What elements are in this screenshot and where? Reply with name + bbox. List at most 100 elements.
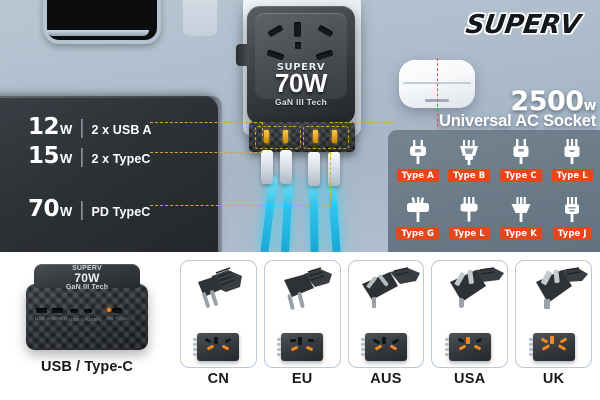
plug-type-cell: Type G [392,192,444,250]
socket-pins [193,338,198,356]
plug-type-g-icon [406,197,429,222]
product-top-brand: SUPERV [72,265,102,272]
plug-type-label: Type K [499,227,542,240]
product-port-label-usb-a: USB A+USB A [35,316,68,321]
plug-uk-icon [535,267,588,309]
country-label: AUS [370,371,402,387]
plug-type-cell: Type J [547,192,599,250]
plug-usa-icon [449,267,504,308]
dash-line-pd-vertical [330,152,331,206]
phone-bottom-bezel [47,30,149,36]
cable-plug-head-3 [308,152,320,186]
product-port-usb-a-1 [36,308,47,313]
cable-glow-2 [280,175,294,252]
dash-line-pd [150,205,330,206]
plug-image-wrap [181,263,256,325]
country-label: UK [542,371,565,387]
product-port-label-usb-c: USB-C+USB-C [69,317,103,322]
spec-row-type-c: 15 W | 2 x TypeC [28,143,151,169]
product-pd-indicator [107,308,111,312]
product-top-watt: 70W [74,271,100,286]
cable-plug-head-1 [261,150,273,184]
usb-a-port-highlight [255,126,301,149]
hero-scene: SUPERV 70W GaN III Tech 1 [0,0,600,252]
country-card-uk[interactable]: UK [515,260,592,387]
product-port-usb-a-2 [52,308,63,313]
plug-cn-icon [198,267,243,308]
cable-glow-1 [260,175,278,252]
universal-socket-icon [360,333,407,361]
plug-type-cell: Type K [495,192,547,250]
ac-wattage-unit: w [583,98,597,114]
cable-plug-head-2 [280,150,292,184]
plug-image-wrap [516,263,591,325]
port-type-c-1 [313,130,318,143]
brand-logo: SUPERV [463,10,582,40]
plug-type-label: Type A [396,169,439,182]
product-top-text: SUPERV 70W GaN III Tech [34,265,140,292]
plug-type-l2-icon [460,197,478,222]
spec-divider: | [79,199,85,221]
spec-label: PD TypeC [91,205,151,219]
product-port-usb-c-2 [84,309,92,313]
spec-watt-value: 15 [28,143,60,169]
spec-divider: | [79,117,85,139]
ac-panel-title: Universal AC Socket [439,112,596,130]
plug-image-wrap [265,263,340,325]
plug-type-l-icon [564,139,580,164]
plug-type-cell: Type B [444,134,496,192]
socket-pins [528,338,533,356]
ac-wattage: 2500w [400,88,596,115]
product-body [26,284,148,350]
dash-line-right-upper [330,122,396,123]
socket-pins [360,338,365,356]
product-top-tech: GaN III Tech [65,284,109,292]
type-c-port-highlight [303,126,349,149]
spec-watt-unit: W [60,204,73,219]
port-usb-a-1 [264,130,269,143]
plug-type-cell: Type A [392,134,444,192]
socket-slot-top [294,22,301,37]
spec-watt-unit: W [60,151,73,166]
dash-line-usb-a [150,122,262,123]
socket-slot-center [295,42,301,49]
plug-type-b-icon [460,140,479,165]
dash-line-usb-a-vertical [262,122,263,136]
country-card-eu[interactable]: EU [263,260,341,387]
product-adapter-photo: SUPERV 70W GaN III Tech USB A+USB A USB-… [24,264,150,354]
plug-type-label: Type L [551,169,593,182]
plug-type-a-icon [409,140,426,164]
country-card-cn[interactable]: CN [180,260,257,387]
plug-type-label: Type B [448,169,491,182]
spec-label: 2 x USB A [91,123,152,137]
adapter-tech-text: GaN III Tech [274,97,328,107]
plug-type-label: Type G [396,227,440,240]
plug-type-label: Type L [448,227,490,240]
plug-image-wrap [432,263,507,325]
plug-type-label: Type C [499,169,542,182]
product-port-label-pd: PD TypeC [107,316,130,321]
country-card-aus[interactable]: AUS [347,260,425,387]
plug-type-grid: Type A Type B Type C [392,134,598,250]
country-card-usa[interactable]: USA [431,260,509,387]
plug-aus-icon [361,267,420,308]
dash-line-type-c [150,152,262,153]
country-label: USA [454,371,486,387]
spec-label: 2 x TypeC [91,152,151,166]
socket-pins [444,338,449,356]
country-plug-cards: CN [180,260,592,396]
spec-watt-value: 12 [28,114,60,140]
universal-socket-icon [444,333,491,361]
spec-row-pd: 70 W | PD TypeC [28,196,150,222]
adapter-watt-text: 70W [275,68,327,98]
spec-watt-unit: W [60,122,73,137]
country-label: CN [207,371,230,387]
ac-wattage-value: 2500 [510,86,584,117]
product-top-face [34,264,140,288]
plug-type-cell: Type C [495,134,547,192]
adapter-release-tab [236,44,249,66]
cable-plug-head-4 [328,152,340,186]
plug-type-label: Type J [552,227,592,240]
port-usb-a-2 [283,130,288,143]
